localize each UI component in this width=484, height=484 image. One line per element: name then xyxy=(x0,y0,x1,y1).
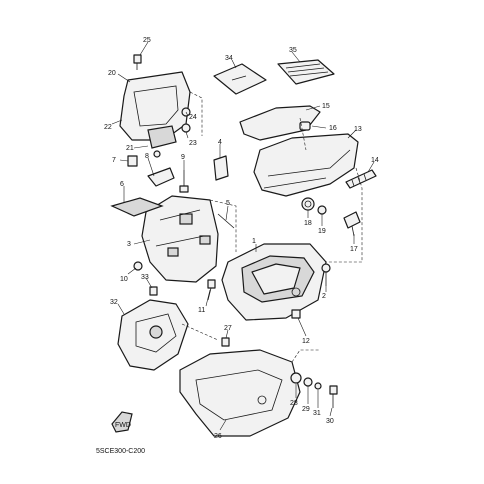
callout-6: 6 xyxy=(120,181,124,188)
callout-7: 7 xyxy=(112,157,116,164)
callout-29: 29 xyxy=(302,406,310,413)
callout-33: 33 xyxy=(141,274,149,281)
part-35-pad xyxy=(277,59,335,85)
part-18-collar xyxy=(301,197,315,211)
assembly-lines xyxy=(181,91,363,363)
callout-9: 9 xyxy=(181,154,185,161)
part-32-cover xyxy=(117,299,189,371)
callout-32: 32 xyxy=(110,299,118,306)
callout-4: 4 xyxy=(218,139,222,146)
part-13-side-cover xyxy=(253,133,359,197)
part-26-cover xyxy=(179,349,301,437)
fwd-arrow-icon: FWD xyxy=(111,411,133,433)
callout-30: 30 xyxy=(326,418,334,425)
part-12-bolt xyxy=(291,309,301,319)
callout-21: 21 xyxy=(126,145,134,152)
part-25-bolt xyxy=(133,54,142,70)
part-6-plate xyxy=(110,197,164,217)
callout-19: 19 xyxy=(318,228,326,235)
part-34-pad xyxy=(213,63,267,95)
callout-23: 23 xyxy=(189,140,197,147)
part-9-screw xyxy=(179,170,189,193)
callout-31: 31 xyxy=(313,410,321,417)
callout-8: 8 xyxy=(145,153,149,160)
part-30-bolt xyxy=(329,385,338,408)
callout-2: 2 xyxy=(322,293,326,300)
part-5-rod xyxy=(217,213,235,229)
callout-25: 25 xyxy=(143,37,151,44)
drawing-code: 5SCE300-C200 xyxy=(96,448,145,455)
callout-13: 13 xyxy=(354,126,362,133)
part-31-washer xyxy=(314,382,322,390)
callout-27: 27 xyxy=(224,325,232,332)
callout-22: 22 xyxy=(104,124,112,131)
callout-24: 24 xyxy=(189,114,197,121)
fwd-label: FWD xyxy=(115,422,131,429)
part-28-collar xyxy=(290,372,302,384)
callout-28: 28 xyxy=(290,400,298,407)
callout-10: 10 xyxy=(120,276,128,283)
callout-1: 1 xyxy=(252,238,256,245)
part-29-grommet xyxy=(303,377,313,387)
callout-12: 12 xyxy=(302,338,310,345)
part-8-bracket xyxy=(147,167,175,187)
part-27-bolt xyxy=(221,337,230,347)
part-7-clip xyxy=(127,155,138,167)
callout-26: 26 xyxy=(214,433,222,440)
callout-15: 15 xyxy=(322,103,330,110)
part-1-case xyxy=(221,243,327,321)
leader-lines xyxy=(111,41,375,431)
part-17-bolt xyxy=(343,211,361,237)
part-21-nut xyxy=(153,150,161,158)
part-14-bolt xyxy=(345,169,377,189)
callout-20: 20 xyxy=(108,70,116,77)
callout-35: 35 xyxy=(289,47,297,54)
part-2-bolt xyxy=(321,263,331,286)
part-3-bracket xyxy=(141,195,219,283)
callout-34: 34 xyxy=(225,55,233,62)
callout-17: 17 xyxy=(350,246,358,253)
part-33-bolt xyxy=(149,286,158,296)
callout-16: 16 xyxy=(329,125,337,132)
part-23-grommet xyxy=(181,123,191,133)
part-20-cover xyxy=(119,71,191,149)
callout-3: 3 xyxy=(127,241,131,248)
part-11-bolt xyxy=(207,279,216,301)
part-15-panel xyxy=(239,105,321,141)
callout-14: 14 xyxy=(371,157,379,164)
part-19-grommet xyxy=(317,205,327,215)
callout-11: 11 xyxy=(198,307,205,314)
callout-labels: 25 20 22 21 24 23 34 35 15 16 13 14 18 1… xyxy=(104,37,379,440)
callout-5: 5 xyxy=(226,200,230,207)
part-16-damper xyxy=(299,121,311,131)
part-4-bracket xyxy=(213,155,229,181)
callout-18: 18 xyxy=(304,220,312,227)
